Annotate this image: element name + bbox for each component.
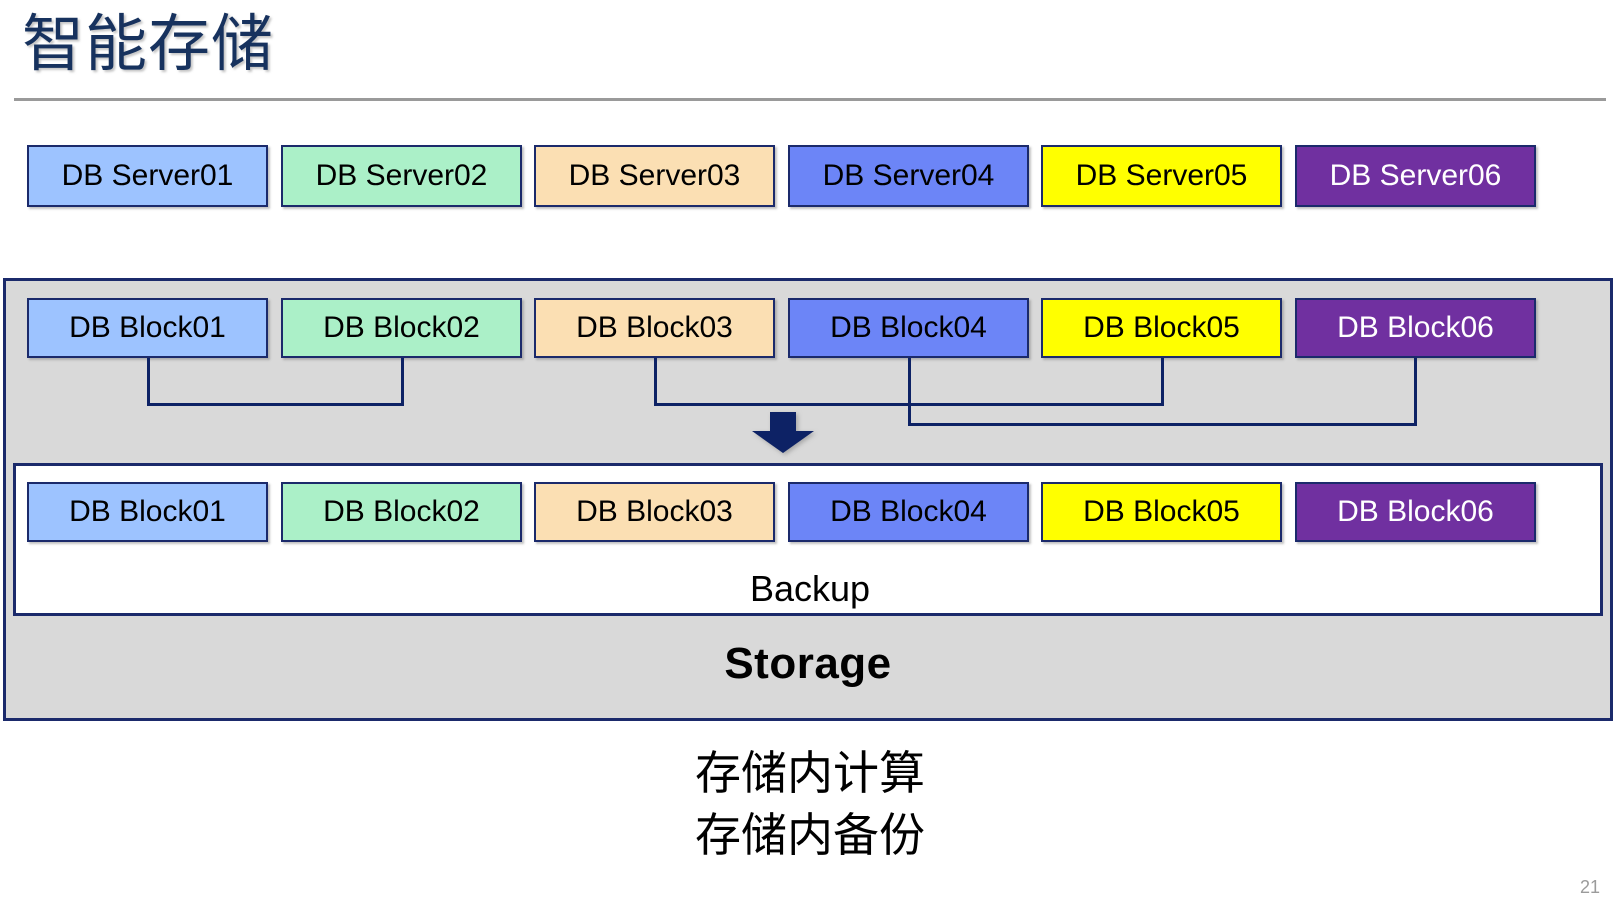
backup-block-box-2[interactable]: DB Block02 xyxy=(281,482,522,542)
backup-block-box-1[interactable]: DB Block01 xyxy=(27,482,268,542)
backup-block-box-6[interactable]: DB Block06 xyxy=(1295,482,1536,542)
connector-block01-drop xyxy=(147,358,150,405)
down-arrow-icon xyxy=(752,412,814,453)
arrow-shaft xyxy=(770,412,796,432)
connector-block06-drop xyxy=(1414,358,1417,426)
connector-block04-06-join xyxy=(908,423,1417,426)
connector-block05-drop xyxy=(1161,358,1164,405)
connector-block04-drop xyxy=(908,358,911,426)
db-block-box-2[interactable]: DB Block02 xyxy=(281,298,522,358)
arrow-head xyxy=(752,431,814,453)
db-block-box-3[interactable]: DB Block03 xyxy=(534,298,775,358)
db-server-box-4[interactable]: DB Server04 xyxy=(788,145,1029,207)
connector-block01-02-join xyxy=(147,403,404,406)
db-block-box-4[interactable]: DB Block04 xyxy=(788,298,1029,358)
db-block-box-5[interactable]: DB Block05 xyxy=(1041,298,1282,358)
db-server-box-1[interactable]: DB Server01 xyxy=(27,145,268,207)
connector-block02-drop xyxy=(401,358,404,405)
caption-line-1: 存储内计算 xyxy=(695,747,925,799)
page-number: 21 xyxy=(1579,877,1600,897)
db-server-box-3[interactable]: DB Server03 xyxy=(534,145,775,207)
page-title: 智能存储 xyxy=(22,10,275,79)
connector-block03-drop xyxy=(654,358,657,405)
backup-block-box-3[interactable]: DB Block03 xyxy=(534,482,775,542)
caption-group: 存储内计算 存储内备份 xyxy=(0,742,1620,866)
db-server-box-6[interactable]: DB Server06 xyxy=(1295,145,1536,207)
db-block-box-1[interactable]: DB Block01 xyxy=(27,298,268,358)
title-divider xyxy=(14,98,1606,101)
db-block-box-6[interactable]: DB Block06 xyxy=(1295,298,1536,358)
db-server-box-2[interactable]: DB Server02 xyxy=(281,145,522,207)
backup-block-box-5[interactable]: DB Block05 xyxy=(1041,482,1282,542)
db-server-box-5[interactable]: DB Server05 xyxy=(1041,145,1282,207)
storage-label: Storage xyxy=(724,639,892,688)
backup-label: Backup xyxy=(749,568,871,609)
caption-line-2: 存储内备份 xyxy=(695,809,925,861)
backup-block-box-4[interactable]: DB Block04 xyxy=(788,482,1029,542)
